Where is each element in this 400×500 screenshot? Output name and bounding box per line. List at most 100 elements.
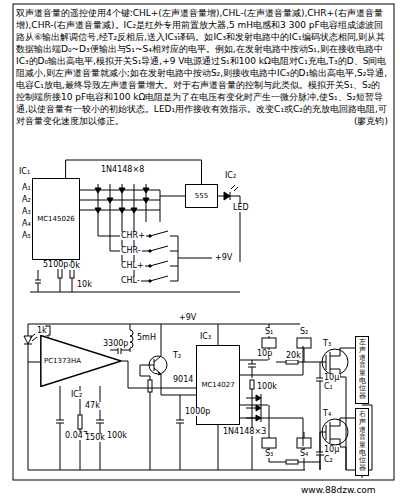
component-label: IC₂ <box>224 172 237 180</box>
node-text: 左声道音量电位器 <box>359 339 366 401</box>
description-text: 双声道音量的遥控使用4个键:CHL+(左声道音量增),CHL-(左声道音量减),… <box>16 7 388 127</box>
charge-network-part <box>269 432 326 470</box>
component-label: IC₁ <box>18 168 31 176</box>
supply-rail-part <box>24 324 40 470</box>
component-label: A₁ <box>21 184 32 192</box>
diode-matrix-part <box>143 188 149 193</box>
pot-leads-part <box>346 405 372 478</box>
analog-switches-part <box>262 338 276 348</box>
supply-rail-part <box>28 470 305 471</box>
component-label: A₃ <box>21 208 32 216</box>
component-label: 9014 <box>172 376 194 384</box>
preamp-parts-part <box>130 330 133 348</box>
component-label: CHR- <box>120 247 142 255</box>
mosfet-t3-t4-part <box>322 349 348 375</box>
led-symbol-part <box>224 192 230 200</box>
analog-switches-part <box>248 360 256 378</box>
key-switches-part <box>149 235 151 237</box>
key-switches-part <box>149 280 151 282</box>
analog-switches-part <box>297 338 311 348</box>
diode-matrix-part <box>119 208 125 213</box>
supply-rail <box>24 324 305 470</box>
component-label: 20k <box>285 352 302 360</box>
diode-matrix-part <box>131 208 137 213</box>
transistor-t2-part <box>161 395 196 396</box>
node-text: 右声道音量电位器 <box>359 411 366 473</box>
transistor-t2-part <box>176 395 184 470</box>
diode-matrix-part <box>119 188 125 193</box>
component-label: T₄ <box>322 410 332 418</box>
key-switches-part <box>149 250 151 252</box>
component-label: C₂ <box>323 456 334 464</box>
charge-network-part <box>286 360 298 364</box>
charge-network-part <box>256 415 261 421</box>
component-label: +9V <box>214 254 233 262</box>
diode-matrix-part <box>107 198 113 203</box>
led-symbol <box>218 185 240 262</box>
component-label: 10μ <box>323 374 340 382</box>
encoder-rc-part <box>35 270 41 292</box>
node-text: MC145026 <box>37 216 75 223</box>
key-switches <box>98 222 212 282</box>
preamp-parts-part <box>130 324 131 330</box>
preamp-parts-part <box>78 415 82 429</box>
component-label: S₁ <box>264 328 274 336</box>
charge-network-part <box>256 405 261 411</box>
encoder-rc-part <box>30 260 240 292</box>
preamp-parts-part <box>56 386 64 470</box>
pot-leads <box>346 405 372 478</box>
author-credit: (廖克钧) <box>354 115 388 127</box>
charge-network <box>246 360 326 470</box>
component-label: 3300p <box>102 340 129 348</box>
component-label: LED <box>232 204 250 212</box>
node-text: MC14027 <box>201 382 234 389</box>
key-switches-part <box>178 258 212 259</box>
component-label: 1000p <box>184 408 211 416</box>
component-label: IC₂ <box>70 391 83 399</box>
component-label: 100k <box>106 432 128 440</box>
component-label: 1k <box>36 327 48 335</box>
component-label: CHL- <box>120 277 141 285</box>
diode-matrix-part <box>95 208 101 213</box>
component-label: 100k <box>256 383 278 391</box>
component-label: T₂ <box>172 352 182 360</box>
charge-network-part <box>320 362 326 363</box>
component-label: 1N4148×3 <box>222 428 267 436</box>
node-text: 555 <box>195 193 208 200</box>
component-label: 150k <box>84 434 106 442</box>
supply-rail-part <box>30 334 37 341</box>
analog-switches <box>248 324 311 470</box>
component-label: 10p <box>256 350 273 358</box>
preamp-parts-part <box>96 386 104 470</box>
charge-network-part <box>276 362 320 363</box>
charge-network-part <box>261 394 262 422</box>
component-label: 10k <box>76 281 93 289</box>
transistor-t2 <box>140 324 196 470</box>
node-text: PC1373HA <box>44 358 81 365</box>
key-switches-part <box>149 265 151 267</box>
key-switches-part <box>170 236 178 281</box>
transistor-t2-part <box>148 380 152 392</box>
component-label: CHR+ <box>120 232 146 240</box>
wire-connector <box>66 160 202 184</box>
analog-switches-part <box>262 438 276 448</box>
analog-switches-part <box>269 324 304 470</box>
analog-switches-part <box>297 438 311 448</box>
transistor-t2-part <box>140 365 150 470</box>
led-symbol-part <box>230 185 238 200</box>
component-label: T₃ <box>322 340 332 348</box>
charge-network-part <box>286 460 298 464</box>
potentiometer-box: 左声道音量电位器 <box>355 336 369 404</box>
ic-chip: 555 <box>185 184 218 208</box>
charge-network-part <box>256 395 261 401</box>
component-label: 5100p <box>42 261 69 269</box>
component-label: 1N4148×8 <box>100 166 145 174</box>
component-label: 47k <box>84 402 101 410</box>
component-label: 5mH <box>136 334 157 342</box>
potentiometer-box: 右声道音量电位器 <box>355 408 369 476</box>
watermark: www.88dzw.com <box>300 486 377 495</box>
component-label: CHL+ <box>120 262 145 270</box>
component-label: A₅ <box>21 232 32 240</box>
diode-matrix-part <box>143 198 149 203</box>
component-label: +9V <box>178 314 197 322</box>
